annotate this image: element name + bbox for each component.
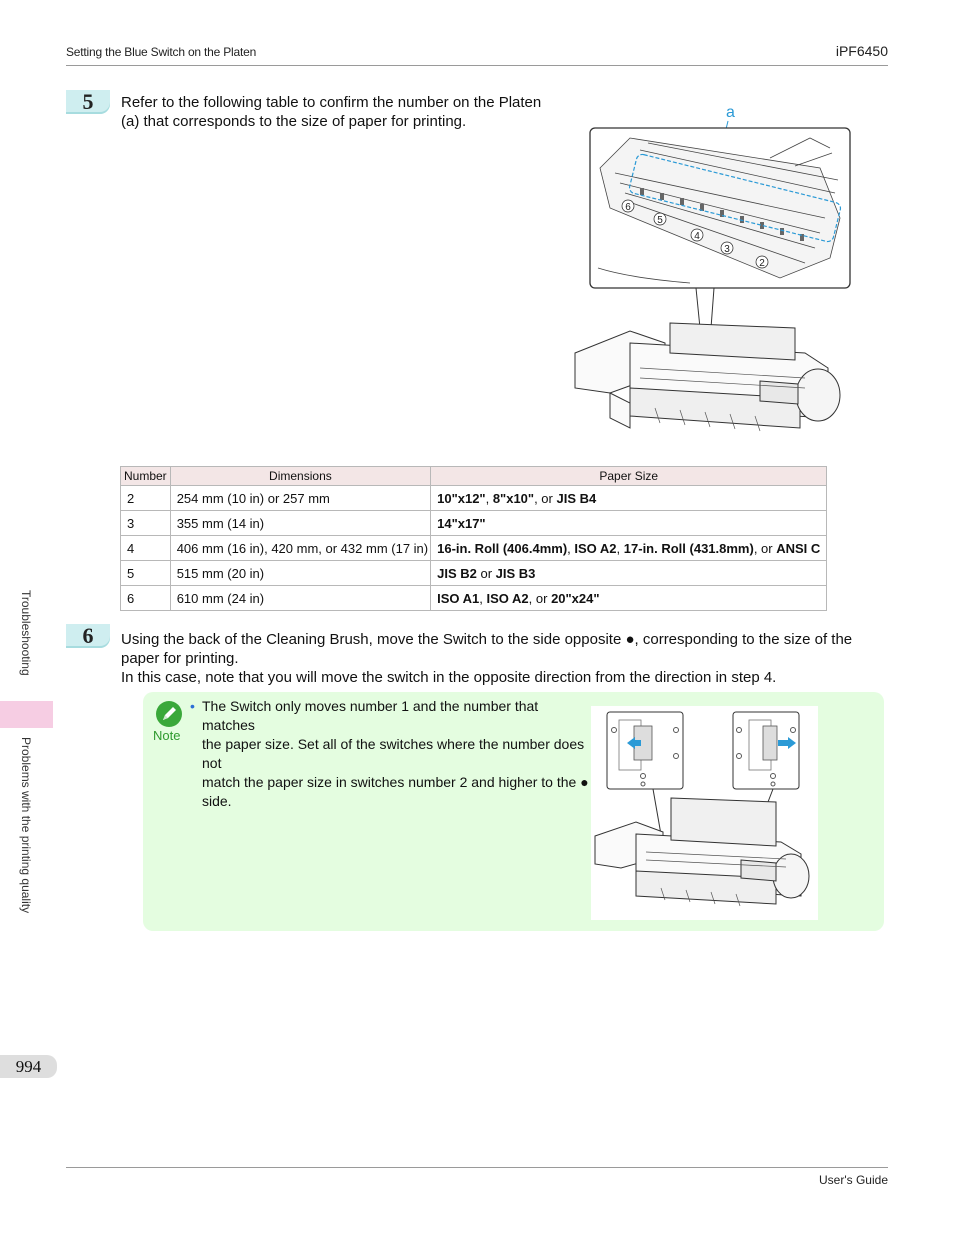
running-header-title: Setting the Blue Switch on the Platen: [66, 45, 257, 59]
callout-5: 5: [657, 215, 663, 226]
table-row: 2 254 mm (10 in) or 257 mm 10"x12", 8"x1…: [120, 485, 828, 511]
figure-label-a: a: [726, 104, 735, 121]
step-6-badge: 6: [66, 624, 110, 648]
arrow-right-icon: [778, 737, 796, 749]
footer-rule: [66, 1167, 888, 1168]
note-label: Note: [153, 728, 181, 743]
pencil-note-icon: [156, 701, 182, 727]
step-5-badge: 5: [66, 90, 110, 114]
footer-guide-title: User's Guide: [819, 1173, 888, 1187]
col-number-header: Number: [120, 466, 171, 486]
table-row: 4 406 mm (16 in), 420 mm, or 432 mm (17 …: [120, 535, 828, 561]
callout-3: 3: [724, 244, 730, 255]
table-row: 3 355 mm (14 in) 14"x17": [120, 510, 828, 536]
col-paper-size-header: Paper Size: [430, 466, 828, 486]
table-row: 6 610 mm (24 in) ISO A1, ISO A2, or 20"x…: [120, 585, 828, 611]
col-dimensions-header: Dimensions: [169, 466, 432, 486]
callout-6: 6: [625, 202, 631, 213]
switch-direction-illustration: [591, 706, 818, 920]
arrow-left-icon: [627, 737, 641, 749]
note-bullet: •: [190, 698, 195, 714]
paper-size-table: Number Dimensions Paper Size 2 254 mm (1…: [120, 466, 828, 611]
header-rule: [66, 65, 888, 66]
platen-illustration: a 6 5 4 3 2: [574, 104, 851, 432]
table-row: 5 515 mm (20 in) JIS B2 or JIS B3: [120, 560, 828, 586]
step-6-text: Using the back of the Cleaning Brush, mo…: [121, 631, 853, 686]
running-header-model: iPF6450: [835, 43, 888, 59]
note-text: • The Switch only moves number 1 and the…: [190, 698, 589, 809]
callout-2: 2: [759, 258, 765, 269]
side-tab-marker: [0, 701, 53, 728]
side-chapter-label: Troubleshooting: [19, 590, 33, 676]
callout-4: 4: [694, 231, 700, 242]
table-header-row: Number Dimensions Paper Size: [120, 466, 828, 486]
step-5-text: Refer to the following table to confirm …: [121, 94, 542, 130]
page-number: 994: [0, 1055, 57, 1078]
